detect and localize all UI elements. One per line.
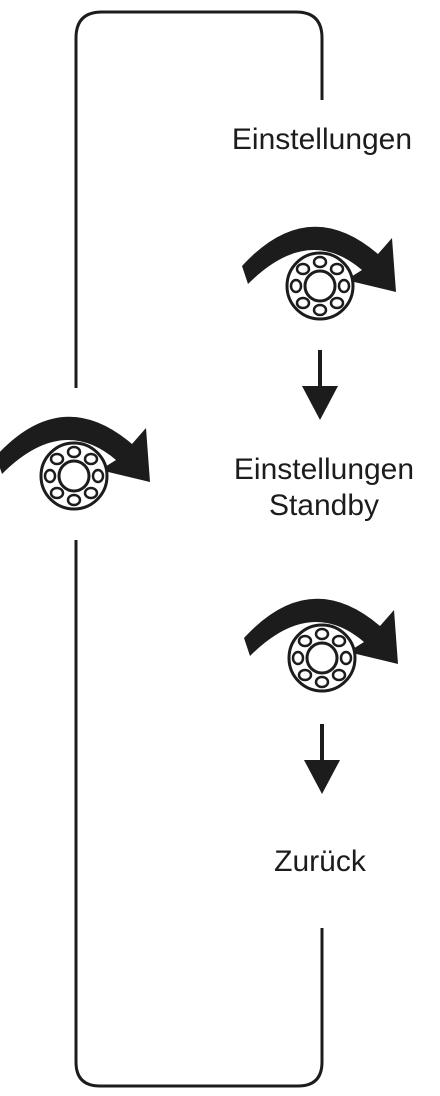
step-label-einstellungen: Einstellungen [231, 123, 413, 156]
arrow-down-icon [300, 348, 340, 422]
loop-frame-top [74, 10, 324, 388]
rotate-knob-icon [244, 598, 398, 693]
rotate-knob-icon [242, 226, 396, 321]
step-label-zurueck: Zurück [274, 845, 366, 878]
loop-frame-bottom [74, 540, 324, 1088]
rotate-knob-icon [0, 416, 150, 511]
step-label-line1: Einstellungen [233, 453, 415, 486]
step-label-line2: Standby [268, 489, 380, 522]
step-label-einstellungen-standby: Einstellungen Standby [210, 452, 438, 524]
arrow-down-icon [302, 722, 342, 796]
